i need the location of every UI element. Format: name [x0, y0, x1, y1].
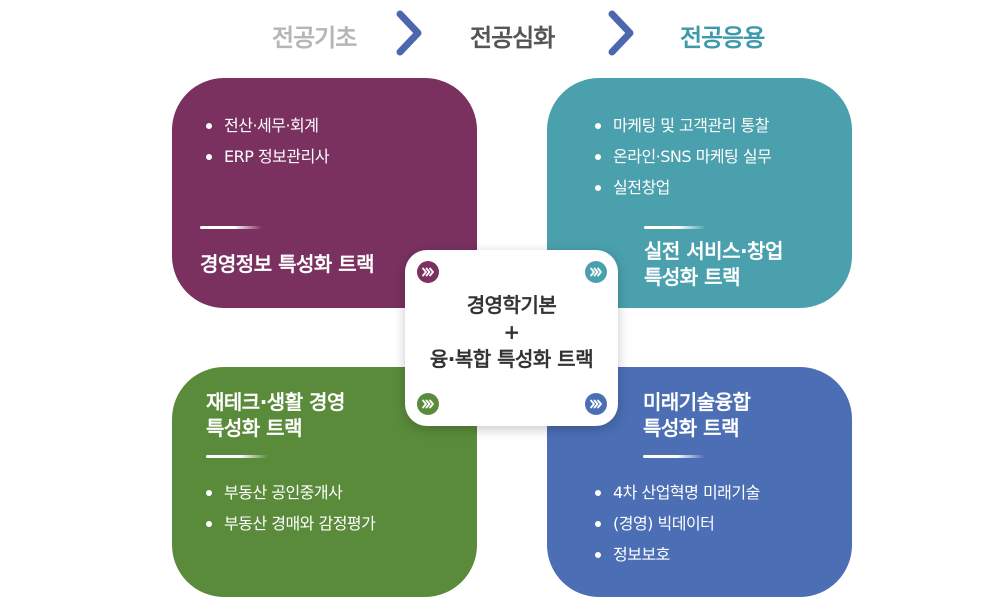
list-item-label: (경영) 빅데이터	[613, 514, 715, 533]
list-item: 마케팅 및 고객관리 통찰	[593, 110, 771, 141]
center-core-box: 경영학기본 + 융·복합 특성화 트랙	[405, 250, 618, 426]
list-item: 4차 산업혁명 미래기술	[593, 477, 760, 508]
triple-chevron-right-icon	[417, 393, 439, 415]
track-title-line: 경영정보 특성화 트랙	[200, 252, 375, 276]
track-title-line: 미래기술융합	[643, 390, 751, 414]
bullet-dot-icon	[595, 123, 601, 129]
bullet-list: 마케팅 및 고객관리 통찰 온라인·SNS 마케팅 실무 실전창업	[593, 110, 772, 203]
list-item-label: 실전창업	[613, 178, 670, 197]
list-item: 실전창업	[593, 172, 771, 203]
list-item-label: ERP 정보관리사	[224, 147, 330, 166]
list-item: ERP 정보관리사	[204, 141, 330, 172]
divider	[206, 455, 268, 458]
track-title-line: 특성화 트랙	[644, 265, 740, 289]
bullet-list: 4차 산업혁명 미래기술 (경영) 빅데이터 정보보호	[593, 477, 760, 570]
list-item: 부동산 공인중개사	[204, 477, 375, 508]
list-item-label: 4차 산업혁명 미래기술	[613, 483, 760, 502]
track-title: 실전 서비스·창업 특성화 트랙	[644, 238, 783, 290]
divider	[200, 226, 262, 229]
bullet-list: 부동산 공인중개사 부동산 경매와 감정평가	[204, 477, 376, 539]
bullet-list: 전산·세무·회계 ERP 정보관리사	[204, 110, 330, 172]
center-title-line: 융·복합 특성화 트랙	[429, 347, 594, 371]
track-title-line: 재테크·생활 경영	[206, 390, 345, 414]
bullet-dot-icon	[595, 521, 601, 527]
list-item: 정보보호	[593, 539, 760, 570]
bullet-dot-icon	[206, 154, 212, 160]
center-title: 경영학기본 + 융·복합 특성화 트랙	[405, 292, 618, 373]
track-title-line: 특성화 트랙	[206, 416, 302, 440]
bullet-dot-icon	[595, 154, 601, 160]
bullet-dot-icon	[206, 490, 212, 496]
track-title-line: 실전 서비스·창업	[644, 239, 783, 263]
list-item: 전산·세무·회계	[204, 110, 329, 141]
triple-chevron-right-icon	[585, 261, 607, 283]
divider	[644, 226, 706, 229]
bullet-dot-icon	[206, 123, 212, 129]
card-finance-life: 재테크·생활 경영 특성화 트랙 부동산 공인중개사 부동산 경매와 감정평가	[172, 367, 477, 597]
list-item: 부동산 경매와 감정평가	[204, 508, 376, 539]
track-title: 미래기술융합 특성화 트랙	[643, 389, 751, 441]
track-title-line: 특성화 트랙	[643, 416, 739, 440]
bullet-dot-icon	[206, 521, 212, 527]
step-basic: 전공기초	[272, 24, 357, 52]
triple-chevron-right-icon	[585, 393, 607, 415]
divider	[643, 455, 705, 458]
list-item-label: 마케팅 및 고객관리 통찰	[613, 116, 769, 135]
triple-chevron-right-icon	[417, 261, 439, 283]
step-advanced: 전공심화	[470, 24, 555, 52]
list-item: (경영) 빅데이터	[593, 508, 760, 539]
list-item-label: 부동산 공인중개사	[224, 483, 343, 502]
list-item-label: 전산·세무·회계	[224, 116, 319, 135]
step-flow: 전공기초 전공심화 전공응용	[0, 10, 1000, 56]
card-management-info: 전산·세무·회계 ERP 정보관리사 경영정보 특성화 트랙	[172, 78, 477, 308]
list-item-label: 부동산 경매와 감정평가	[224, 514, 376, 533]
track-title: 재테크·생활 경영 특성화 트랙	[206, 389, 345, 441]
bullet-dot-icon	[595, 552, 601, 558]
step-applied: 전공응용	[680, 24, 765, 52]
list-item-label: 정보보호	[613, 545, 670, 564]
chevron-right-icon	[608, 10, 634, 56]
track-title: 경영정보 특성화 트랙	[200, 251, 375, 277]
center-title-line: +	[503, 320, 520, 344]
bullet-dot-icon	[595, 490, 601, 496]
chevron-right-icon	[396, 10, 422, 56]
list-item-label: 온라인·SNS 마케팅 실무	[613, 147, 772, 166]
list-item: 온라인·SNS 마케팅 실무	[593, 141, 772, 172]
center-title-line: 경영학기본	[466, 293, 557, 317]
bullet-dot-icon	[595, 185, 601, 191]
